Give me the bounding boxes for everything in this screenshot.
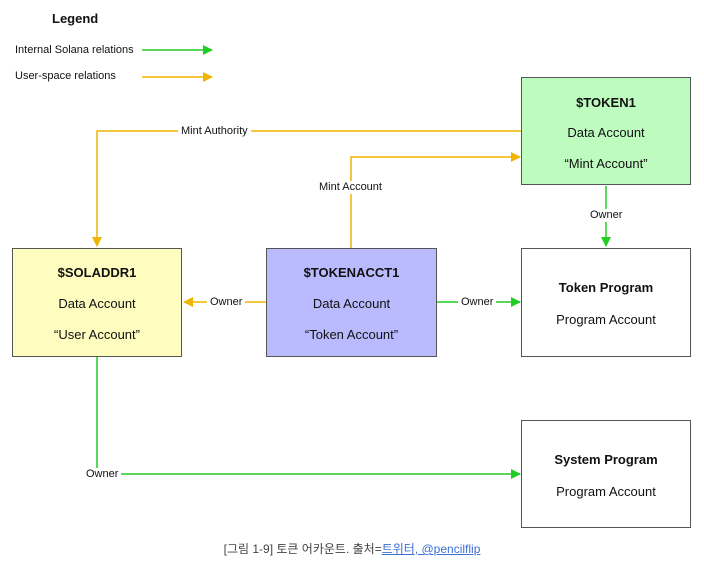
node-soladdr1-title: $SOLADDR1: [57, 265, 137, 280]
caption-text: [그림 1-9] 토큰 어카운트. 출처=: [223, 542, 382, 556]
node-tokenacct1: $TOKENACCT1 Data Account “Token Account”: [266, 248, 437, 357]
node-token1: $TOKEN1 Data Account “Mint Account”: [521, 77, 691, 185]
node-token1-title: $TOKEN1: [576, 95, 636, 110]
legend-label-internal: Internal Solana relations: [15, 44, 134, 56]
edge-label-owner-tokenacct-program: Owner: [458, 296, 497, 309]
node-token1-line2: “Mint Account”: [564, 156, 648, 171]
node-tokenacct1-line1: Data Account: [312, 296, 391, 311]
edge-mint-authority: [92, 130, 522, 247]
edge-label-mint-authority: Mint Authority: [178, 125, 251, 138]
node-token-program: Token Program Program Account: [521, 248, 691, 357]
legend-label-user-space: User-space relations: [15, 70, 116, 82]
edge-label-mint-account: Mint Account: [316, 181, 385, 194]
node-system-program: System Program Program Account: [521, 420, 691, 528]
node-soladdr1: $SOLADDR1 Data Account “User Account”: [12, 248, 182, 357]
node-tokenacct1-line2: “Token Account”: [304, 327, 399, 342]
node-soladdr1-line1: Data Account: [58, 296, 136, 311]
edge-owner-soladdr-system: [96, 357, 521, 479]
edge-mint-account: [350, 152, 521, 249]
node-token1-line1: Data Account: [567, 125, 645, 140]
node-soladdr1-line2: “User Account”: [54, 327, 140, 342]
caption-source-link[interactable]: 트위터, @pencilflip: [381, 542, 481, 556]
node-tokenacct1-title: $TOKENACCT1: [303, 265, 400, 280]
figure-caption: [그림 1-9] 토큰 어카운트. 출처=트위터, @pencilflip: [0, 540, 704, 557]
node-system-program-line1: Program Account: [556, 484, 656, 499]
node-token-program-line1: Program Account: [556, 312, 656, 327]
legend-title: Legend: [52, 11, 99, 26]
edge-label-owner-tokenacct-soladdr: Owner: [207, 296, 246, 309]
node-token-program-title: Token Program: [558, 280, 654, 295]
node-system-program-title: System Program: [554, 452, 658, 467]
edge-label-owner-soladdr-system: Owner: [83, 468, 122, 481]
edge-label-owner-token1: Owner: [587, 209, 626, 222]
